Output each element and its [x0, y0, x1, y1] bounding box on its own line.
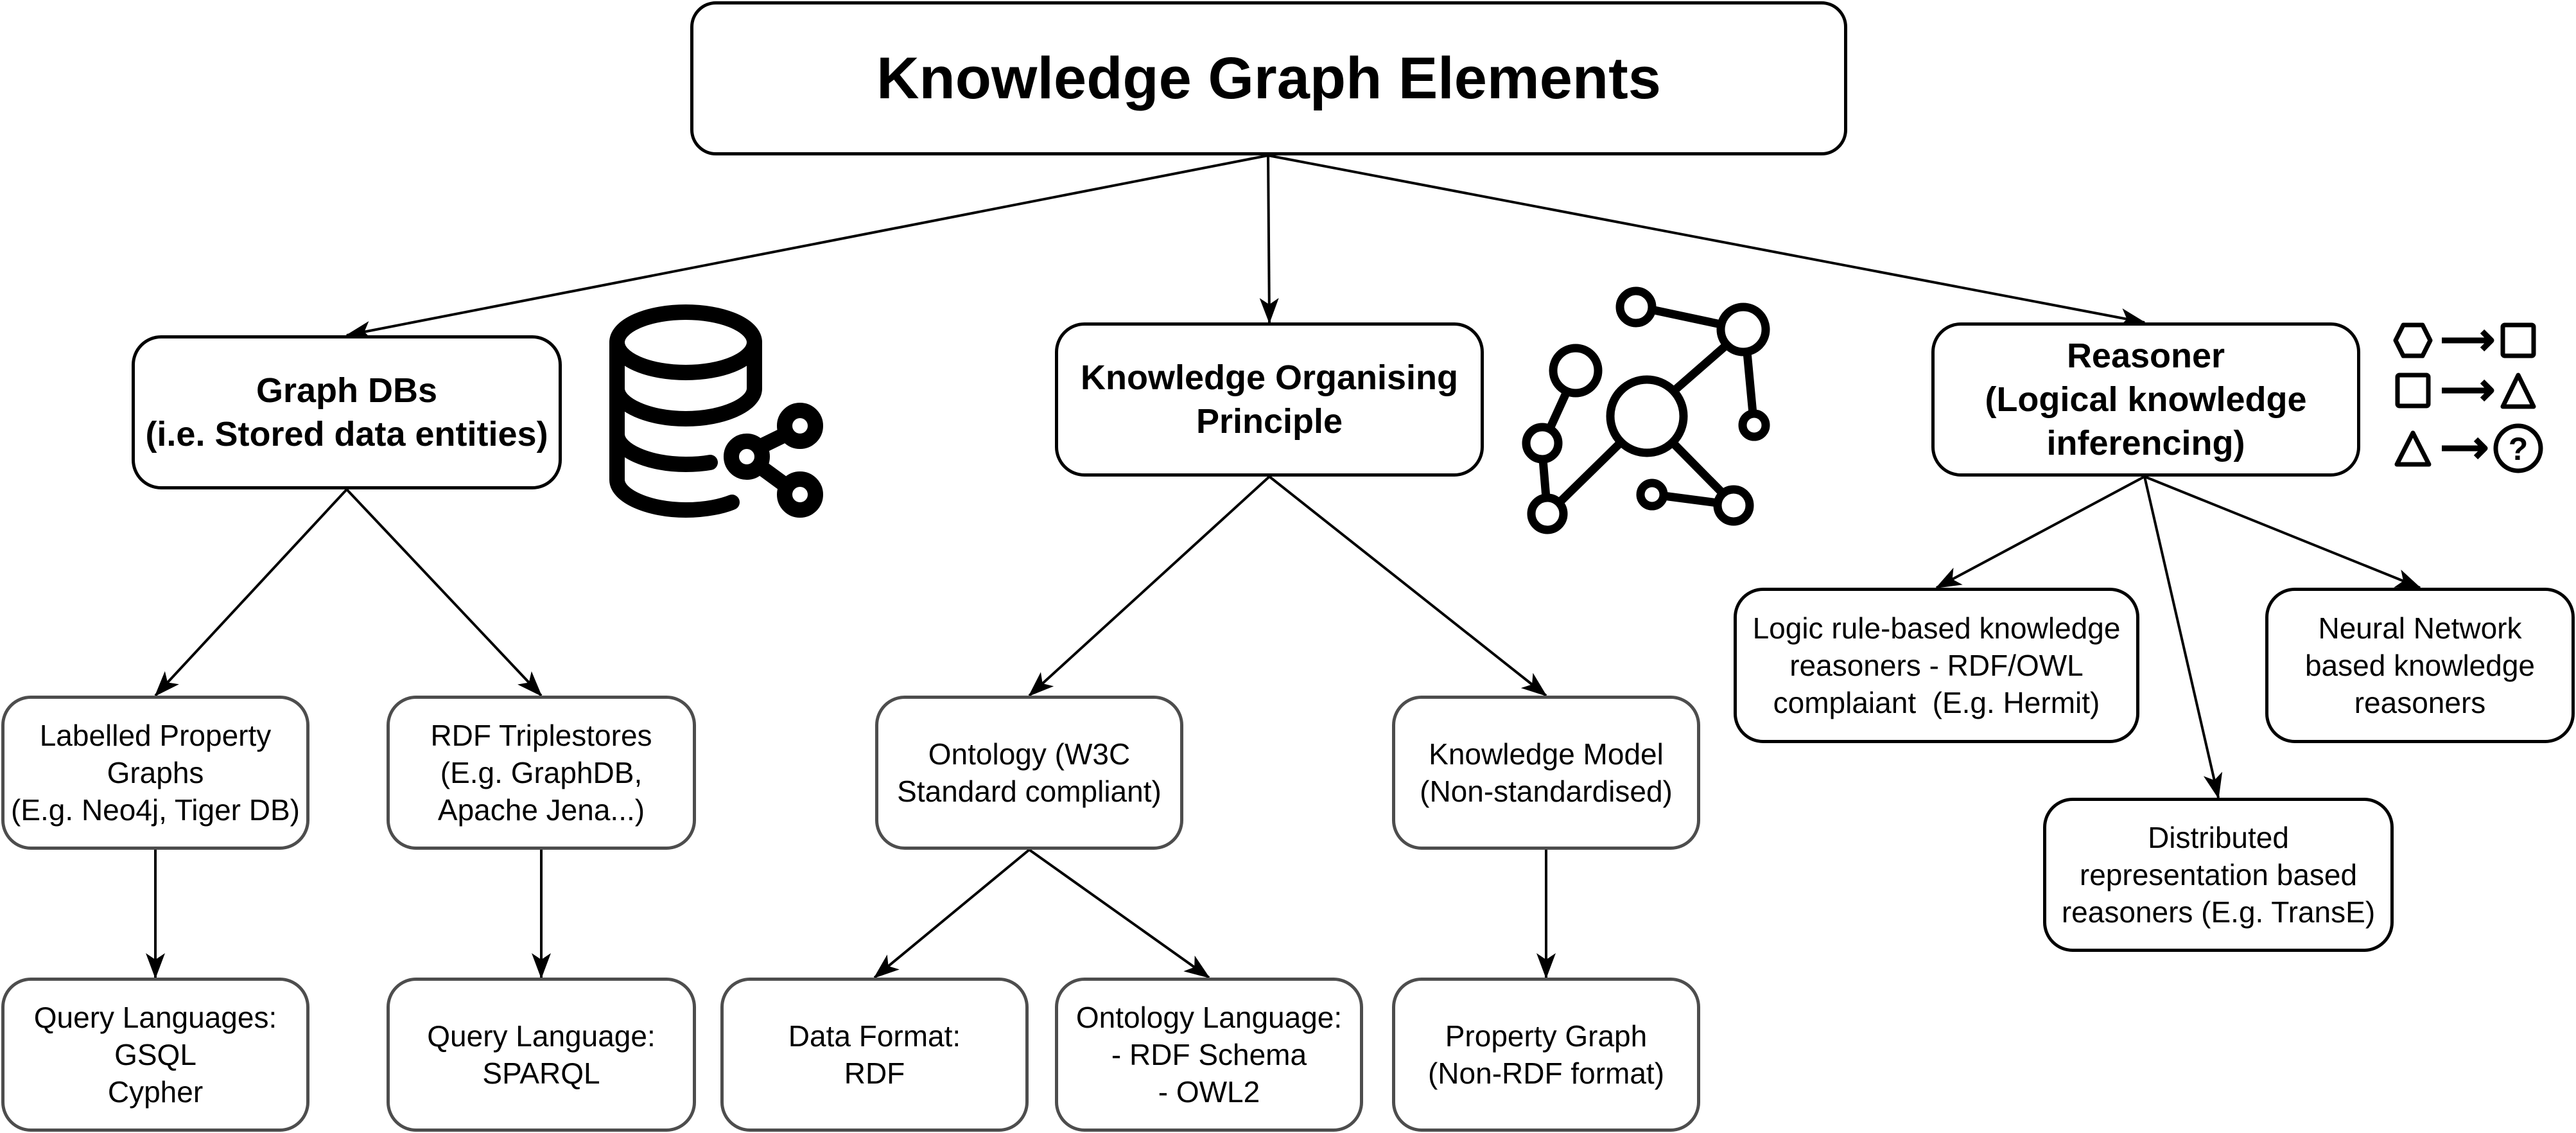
node-graph-dbs: Graph DBs (i.e. Stored data entities)	[132, 335, 562, 489]
node-line: Query Language:	[427, 1019, 656, 1053]
node-line: RDF Triplestores	[430, 719, 652, 752]
network-graph-icon	[1522, 286, 1770, 534]
edge-kop-to-knowledge_model	[1268, 475, 1547, 697]
node-line: Ontology (W3C	[928, 737, 1131, 771]
node-line: Distributed	[2148, 821, 2289, 854]
root-node-knowledge-graph-elements: Knowledge Graph Elements	[690, 1, 1847, 155]
node-line: RDF	[844, 1057, 905, 1090]
node-line: Graph DBs	[256, 371, 438, 410]
node-line: inferencing)	[2046, 424, 2245, 462]
node-line: (Non-standardised)	[1420, 775, 1673, 808]
node-neural-network-reasoners: Neural Network based knowledge reasoners	[2265, 588, 2575, 743]
node-labelled-property-graphs: Labelled Property Graphs (E.g. Neo4j, Ti…	[1, 696, 309, 850]
edge-ontology_w3c-to-data_format	[873, 848, 1031, 979]
inference-shapes-icon: ?	[2393, 322, 2543, 473]
node-line: Query Languages:	[33, 1001, 277, 1034]
node-line: (Logical knowledge	[1985, 380, 2307, 419]
edge-root-to-kop	[1259, 155, 1279, 324]
question-mark-glyph: ?	[2509, 431, 2528, 467]
root-title: Knowledge Graph Elements	[876, 45, 1661, 111]
node-data-format-rdf: Data Format: RDF	[720, 978, 1029, 1132]
node-line: reasoners - RDF/OWL	[1789, 649, 2084, 682]
node-knowledge-organising-principle: Knowledge Organising Principle	[1055, 322, 1484, 477]
node-distributed-representation-reasoners: Distributed representation based reasone…	[2043, 798, 2394, 952]
node-line: Knowledge Model	[1429, 737, 1664, 771]
node-line: - OWL2	[1158, 1075, 1260, 1109]
node-line: Standard compliant)	[897, 775, 1162, 808]
node-line: Graphs	[107, 756, 204, 789]
node-line: Property Graph	[1445, 1019, 1648, 1053]
node-line: reasoners (E.g. TransE)	[2061, 895, 2376, 929]
node-ontology-w3c: Ontology (W3C Standard compliant)	[875, 696, 1183, 850]
node-line: Cypher	[107, 1075, 204, 1109]
node-line: (Non-RDF format)	[1427, 1057, 1665, 1090]
node-line: - RDF Schema	[1111, 1038, 1307, 1071]
node-line: based knowledge	[2304, 649, 2536, 682]
node-query-language-sparql: Query Language: SPARQL	[387, 978, 696, 1132]
edge-reasoner-to-distributed	[2143, 476, 2223, 799]
edge-graph_dbs-to-rdf_triplestores	[345, 488, 543, 697]
edge-reasoner-to-neural_net	[2144, 475, 2421, 589]
edge-reasoner-to-logic_rule	[1935, 475, 2145, 589]
node-line: Reasoner	[2066, 337, 2225, 375]
square-shape	[2500, 322, 2536, 358]
node-line: Labelled Property	[39, 719, 272, 752]
square-shape	[2395, 373, 2431, 408]
node-line: GSQL	[114, 1038, 196, 1071]
node-line: Neural Network	[2318, 611, 2522, 645]
node-query-languages: Query Languages: GSQL Cypher	[1, 978, 309, 1132]
question-circle-shape	[2493, 423, 2543, 473]
node-line: representation based	[2079, 858, 2358, 891]
edge-kop-to-ontology_w3c	[1028, 475, 1271, 697]
node-line: Knowledge Organising	[1080, 358, 1459, 397]
edge-root-to-graph_dbs	[345, 154, 1269, 340]
node-line: Apache Jena...)	[437, 793, 645, 827]
node-line: Principle	[1196, 402, 1343, 441]
node-line: (E.g. GraphDB,	[440, 756, 643, 789]
node-rdf-triplestores: RDF Triplestores (E.g. GraphDB, Apache J…	[387, 696, 696, 850]
edge-graph_dbs-to-labelled_pg	[154, 488, 348, 697]
triangle-shape	[2394, 430, 2432, 467]
triangle-shape	[2500, 373, 2536, 409]
hexagon-shape	[2393, 322, 2433, 358]
node-line: Ontology Language:	[1075, 1001, 1343, 1034]
edge-root-to-reasoner	[1267, 154, 2146, 328]
node-line: complaiant (E.g. Hermit)	[1773, 686, 2100, 719]
node-line: (E.g. Neo4j, Tiger DB)	[11, 793, 300, 827]
node-line: SPARQL	[482, 1057, 600, 1090]
node-line: reasoners	[2354, 686, 2486, 719]
node-ontology-language: Ontology Language: - RDF Schema - OWL2	[1055, 978, 1363, 1132]
node-reasoner: Reasoner (Logical knowledge inferencing)	[1931, 322, 2360, 477]
node-line: (i.e. Stored data entities)	[145, 415, 548, 453]
node-logic-rule-reasoners: Logic rule-based knowledge reasoners - R…	[1734, 588, 2139, 743]
node-knowledge-model: Knowledge Model (Non-standardised)	[1392, 696, 1700, 850]
node-line: Data Format:	[788, 1019, 961, 1053]
database-share-icon	[609, 304, 823, 518]
edge-ontology_w3c-to-ontology_lang	[1028, 848, 1210, 979]
node-line: Logic rule-based knowledge	[1752, 611, 2121, 645]
node-property-graph: Property Graph (Non-RDF format)	[1392, 978, 1700, 1132]
